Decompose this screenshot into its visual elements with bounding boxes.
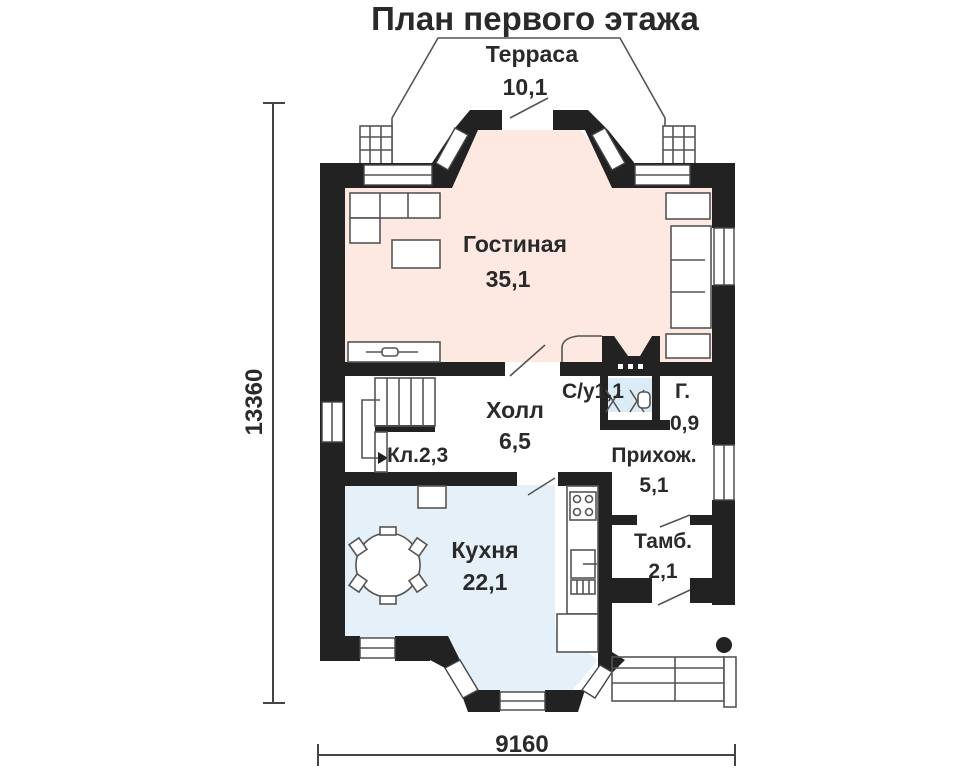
entrance-porch — [611, 514, 737, 708]
bathroom-label: С/у1,1 — [562, 380, 624, 403]
kitchen-name: Кухня — [451, 537, 518, 563]
living-door-swing — [509, 344, 546, 377]
kitchen-furniture — [347, 477, 599, 653]
plan-title: План первого этажа — [371, 0, 699, 37]
width-dimension-label: 9160 — [495, 731, 548, 758]
vestibule-name: Тамб. — [634, 530, 692, 553]
terrace-steps-right — [662, 125, 696, 165]
corner-shower-icon — [561, 335, 602, 362]
dimension-width: 9160 — [317, 731, 736, 766]
living-room-name: Гостиная — [463, 231, 567, 257]
hall-area: 6,5 — [499, 428, 531, 454]
vestibule-area: 2,1 — [648, 560, 678, 583]
entrance-hall-name: Прихож. — [611, 444, 696, 467]
sofa-icon — [349, 192, 441, 219]
kitchen-door-swing — [527, 477, 556, 496]
terrace-steps-left — [359, 125, 393, 165]
terrace-door-swing — [509, 97, 549, 119]
entrance-door-swing — [657, 589, 691, 606]
vestibule-door-swing — [659, 514, 691, 528]
coffee-table-icon — [391, 239, 441, 269]
entrance-hall-area: 5,1 — [639, 474, 669, 497]
terrace-area: 10,1 — [503, 74, 548, 100]
windows — [321, 127, 735, 711]
fridge-icon — [417, 485, 447, 509]
sofa-right-icon — [670, 225, 712, 329]
living-room-furniture — [347, 192, 712, 377]
hall-name: Холл — [486, 397, 544, 423]
dining-table-icon — [355, 532, 421, 598]
terrace: Терраса 10,1 — [359, 37, 696, 165]
bathroom-fixtures — [605, 389, 651, 413]
dimension-height: 13360 — [241, 102, 285, 704]
column-icon — [716, 637, 732, 653]
boiler-area: 0,9 — [670, 412, 699, 435]
toilet-icon — [637, 391, 651, 409]
kitchen-area-label: 22,1 — [463, 569, 508, 595]
pantry-label: Кл.2,3 — [387, 444, 448, 467]
kitchen-area — [345, 485, 598, 693]
room-labels: Гостиная 35,1 Холл 6,5 Кл.2,3 С/у1,1 Г. … — [387, 231, 699, 595]
living-room-area-label: 35,1 — [486, 266, 531, 292]
boiler-name: Г. — [675, 380, 690, 403]
terrace-name: Терраса — [486, 41, 579, 67]
staircase-icon — [361, 377, 436, 473]
height-dimension-label: 13360 — [241, 369, 268, 436]
